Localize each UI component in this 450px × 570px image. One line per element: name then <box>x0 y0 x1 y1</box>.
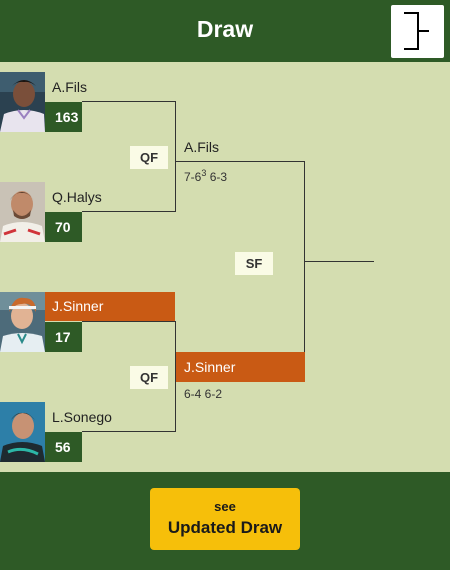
player-rank: 17 <box>45 322 82 352</box>
player-name[interactable]: Q.Halys <box>52 189 102 205</box>
score-text: 7-6 <box>184 170 202 184</box>
bracket-line <box>175 321 176 432</box>
cta-big-label: Updated Draw <box>167 518 283 537</box>
player-photo-fils <box>0 72 45 132</box>
qf-winner-name[interactable]: A.Fils <box>184 139 219 155</box>
player-rank: 163 <box>45 102 82 132</box>
bracket-line <box>305 261 374 262</box>
bracket-line <box>304 161 305 381</box>
bracket-line <box>82 211 176 212</box>
player-name-highlighted[interactable]: J.Sinner <box>45 292 175 321</box>
bracket-icon <box>404 12 429 50</box>
player-rank: 56 <box>45 432 82 462</box>
match-score: 7-63 6-3 <box>184 168 227 184</box>
player-photo-halys <box>0 182 45 242</box>
round-tag-qf: QF <box>130 146 168 169</box>
score-text: 6-3 <box>206 170 228 184</box>
bracket-line <box>175 101 176 212</box>
bracket-line <box>82 431 176 432</box>
bracket-line <box>176 161 305 162</box>
qf-winner-name-highlighted[interactable]: J.Sinner <box>176 352 305 382</box>
footer: see Updated Draw <box>0 472 450 570</box>
player-photo-sinner <box>0 292 45 352</box>
bracket-view-button[interactable] <box>391 5 444 58</box>
draw-field: A.Fils 163 Q.Halys 70 J.Sinner 17 <box>0 62 450 472</box>
header: Draw <box>0 0 450 62</box>
player-name[interactable]: L.Sonego <box>52 409 112 425</box>
cta-small-label: see <box>214 499 236 514</box>
match-score: 6-4 6-2 <box>184 387 223 401</box>
player-photo-sonego <box>0 402 45 462</box>
player-name[interactable]: A.Fils <box>52 79 87 95</box>
tiebreak-score: 3 <box>201 168 207 178</box>
bracket-line <box>82 101 176 102</box>
see-updated-draw-button[interactable]: see Updated Draw <box>150 488 300 550</box>
bracket-line <box>82 321 176 322</box>
player-rank: 70 <box>45 212 82 242</box>
page-title: Draw <box>196 16 254 42</box>
round-tag-qf: QF <box>130 366 168 389</box>
round-tag-sf: SF <box>235 252 273 275</box>
